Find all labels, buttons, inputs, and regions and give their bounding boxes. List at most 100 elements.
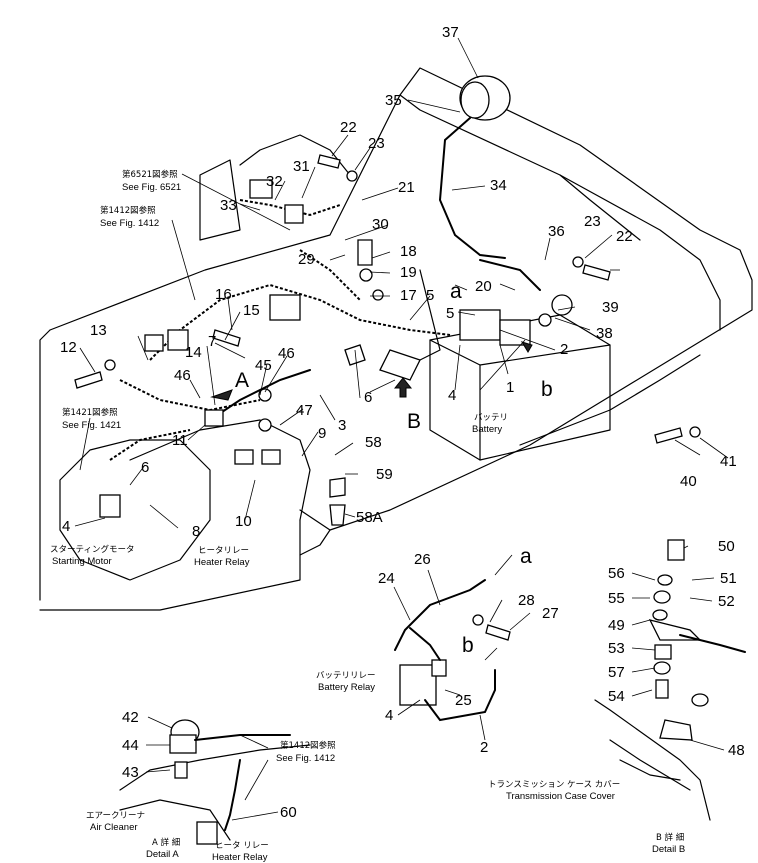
fig6521-ref-jp: 第6521図参照 xyxy=(122,169,178,180)
callout-10: 10 xyxy=(235,513,252,530)
trans-cover-label-en: Transmission Case Cover xyxy=(506,791,615,802)
callout-28: 28 xyxy=(518,592,535,609)
callout-18: 18 xyxy=(400,243,417,260)
callout-27: 27 xyxy=(542,605,559,622)
callout-54: 54 xyxy=(608,688,625,705)
callout-25: 25 xyxy=(455,692,472,709)
callout-43: 43 xyxy=(122,764,139,781)
callout-33: 33 xyxy=(220,197,237,214)
marker-b-top: b xyxy=(541,378,553,401)
fig1421-ref-jp: 第1421図参照 xyxy=(62,407,118,418)
trans-cover-label-jp: トランスミッション ケース カバー xyxy=(488,780,620,790)
callout-41: 41 xyxy=(720,453,737,470)
marker-b-bottom: b xyxy=(462,634,474,657)
callout-17: 17 xyxy=(400,287,417,304)
callout-58A: 58A xyxy=(356,509,383,526)
callout-45: 45 xyxy=(255,357,272,374)
callout-38: 38 xyxy=(596,325,613,342)
marker-A: A xyxy=(235,369,249,392)
starting-motor-label-en: Starting Motor xyxy=(52,556,112,567)
view-arrows xyxy=(210,341,533,401)
callout-4a: 4 xyxy=(62,518,70,535)
heater-relay-label-jp: ヒータリレー xyxy=(198,546,249,556)
callout-29: 29 xyxy=(298,251,315,268)
callout-34: 34 xyxy=(490,177,507,194)
callout-59: 59 xyxy=(376,466,393,483)
callout-60: 60 xyxy=(280,804,297,821)
air-cleaner-label-jp: エアークリーナ xyxy=(86,811,145,821)
callout-44: 44 xyxy=(122,737,139,754)
callout-21: 21 xyxy=(398,179,415,196)
callout-40: 40 xyxy=(680,473,697,490)
callout-37: 37 xyxy=(442,24,459,41)
hardware-parts xyxy=(74,154,701,641)
callout-24: 24 xyxy=(378,570,395,587)
callout-47: 47 xyxy=(296,402,313,419)
detail-a-label-en: Detail A xyxy=(146,849,179,860)
callout-numbers: 37 35 22 23 34 31 32 21 33 30 18 29 19 1… xyxy=(60,24,745,821)
detail-a-label-jp: A 詳 細 xyxy=(152,837,180,848)
callout-51: 51 xyxy=(720,570,737,587)
callout-56: 56 xyxy=(608,565,625,582)
callout-1: 1 xyxy=(506,379,514,396)
battery-relay-label-en: Battery Relay xyxy=(318,682,375,693)
callout-19: 19 xyxy=(400,264,417,281)
callout-2a: 2 xyxy=(560,341,568,358)
main-harness xyxy=(109,199,541,461)
heater-relay2-label-en: Heater Relay xyxy=(212,852,268,863)
callout-22b: 22 xyxy=(616,228,633,245)
detail-b-label-jp: B 詳 細 xyxy=(656,832,684,843)
callout-4b: 4 xyxy=(448,387,456,404)
callout-46a: 46 xyxy=(174,367,191,384)
heater-relay-label-en: Heater Relay xyxy=(194,557,250,568)
starting-motor-label-jp: スターティングモータ xyxy=(50,544,135,555)
callout-7: 7 xyxy=(208,333,216,350)
callout-36: 36 xyxy=(548,223,565,240)
callout-5a: 5 xyxy=(426,287,434,304)
component-labels: バッテリ Battery スターティングモータ Starting Motor ヒ… xyxy=(50,413,685,863)
callout-52: 52 xyxy=(718,593,735,610)
battery-relay-label-jp: バッテリリレー xyxy=(316,671,376,681)
callout-23: 23 xyxy=(368,135,385,152)
battery-box xyxy=(429,309,611,461)
callout-35: 35 xyxy=(385,92,402,109)
callout-4c: 4 xyxy=(385,707,393,724)
callout-23b: 23 xyxy=(584,213,601,230)
fig1421-ref-en: See Fig. 1421 xyxy=(62,420,121,431)
battery-relay-drawing xyxy=(394,579,496,722)
battery-label-en: Battery xyxy=(472,424,502,435)
callout-13: 13 xyxy=(90,322,107,339)
fig6521-ref-en: See Fig. 6521 xyxy=(122,182,181,193)
callout-42: 42 xyxy=(122,709,139,726)
machine-frame xyxy=(39,67,753,611)
callout-12: 12 xyxy=(60,339,77,356)
callout-6a: 6 xyxy=(141,459,149,476)
view-markers: A B a b a b xyxy=(235,280,553,657)
fig1412b-ref-jp: 第1412図参照 xyxy=(280,740,336,751)
air-cleaner-label-en: Air Cleaner xyxy=(90,822,138,833)
callout-46b: 46 xyxy=(278,345,295,362)
heater-relay2-label-jp: ヒータ リレー xyxy=(215,841,269,851)
callout-9: 9 xyxy=(318,425,326,442)
callout-11: 11 xyxy=(172,432,188,449)
marker-B: B xyxy=(407,410,421,433)
marker-a-top: a xyxy=(450,280,462,303)
work-lamp xyxy=(438,75,511,259)
callout-32: 32 xyxy=(266,173,283,190)
figure-references: 第6521図参照 See Fig. 6521 第1412図参照 See Fig.… xyxy=(62,169,336,764)
leader-lines xyxy=(74,37,729,821)
detail-b-label-en: Detail B xyxy=(652,844,685,855)
callout-26: 26 xyxy=(414,551,431,568)
callout-15: 15 xyxy=(243,302,260,319)
callout-20: 20 xyxy=(475,278,492,295)
callout-5b: 5 xyxy=(446,305,454,322)
callout-57: 57 xyxy=(608,664,625,681)
callout-8: 8 xyxy=(192,523,200,540)
battery-label-jp: バッテリ xyxy=(474,413,508,423)
callout-16: 16 xyxy=(215,286,232,303)
fig1412-ref-en: See Fig. 1412 xyxy=(100,218,159,229)
detail-b-drawing xyxy=(594,539,746,821)
callout-6b: 6 xyxy=(364,389,372,406)
callout-22: 22 xyxy=(340,119,357,136)
